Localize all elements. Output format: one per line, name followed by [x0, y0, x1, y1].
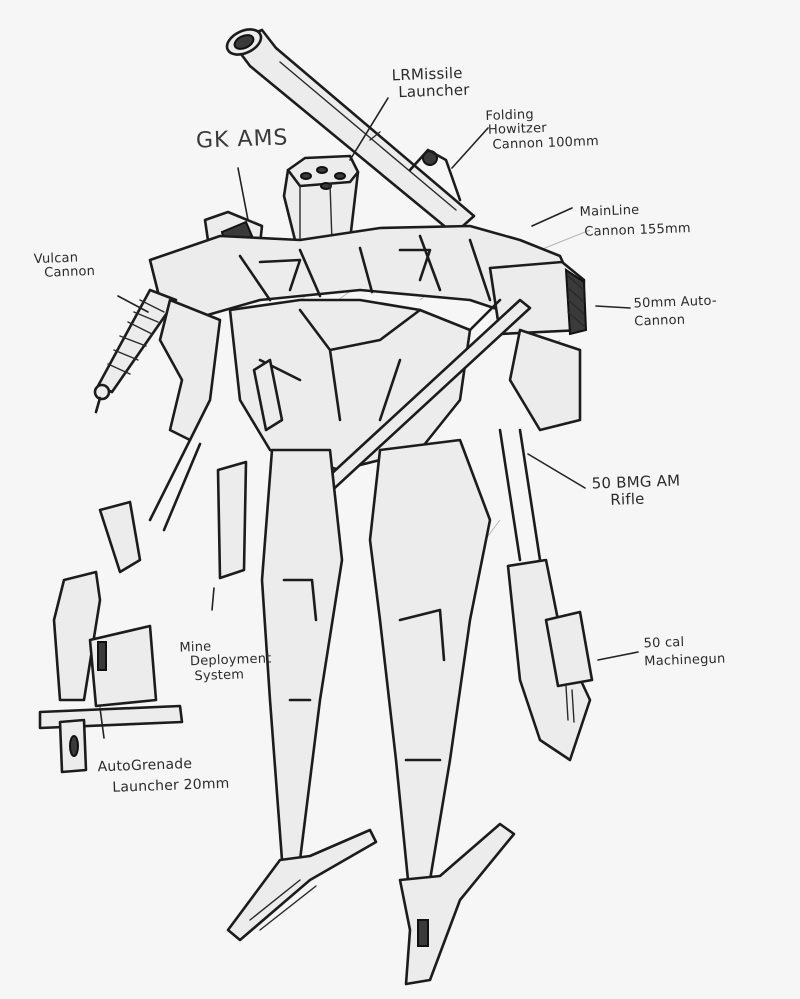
leader-vulcan [117, 295, 149, 313]
label-folding-howitzer: Folding Howitzer Cannon 100mm [485, 107, 600, 153]
left-leg [226, 448, 378, 942]
howitzer-barrel [225, 28, 476, 236]
label-am-rifle: 50 BMG AM Rifle [591, 471, 681, 509]
mine-deployment-pod [216, 460, 248, 580]
label-vulcan-cannon: Vulcan Cannon [33, 250, 96, 282]
leader-lr-missile [349, 97, 389, 161]
central-torso [228, 298, 472, 472]
label-gk-ams: GK AMS [195, 125, 289, 154]
leader-grenade [99, 707, 105, 739]
vulcan-cannon [93, 288, 178, 414]
missile-launcher-pod [282, 154, 360, 246]
grenade-launcher [38, 500, 184, 774]
leader-auto-cannon [595, 305, 631, 309]
leader-machinegun [597, 651, 639, 661]
label-auto-grenade-launcher: AutoGrenade Launcher 20mm [97, 756, 230, 797]
label-mine-deployment-system: Mine Deployment System [179, 639, 272, 684]
right-leg [368, 438, 516, 986]
leader-lines [99, 97, 639, 739]
leader-main-cannon [531, 207, 573, 227]
leader-howitzer [451, 127, 489, 169]
label-main-line-cannon: MainLine Cannon 155mm [579, 202, 691, 241]
label-machinegun: 50 cal Machinegun [643, 635, 726, 670]
leader-am-rifle [527, 453, 586, 489]
right-arm [498, 328, 594, 762]
leader-mine [211, 587, 215, 611]
label-auto-cannon: 50mm Auto- Cannon [633, 293, 718, 330]
label-lr-missile-launcher: LRMissile Launcher [391, 63, 470, 101]
leader-gk-ams [237, 167, 249, 221]
left-arm [148, 298, 222, 532]
